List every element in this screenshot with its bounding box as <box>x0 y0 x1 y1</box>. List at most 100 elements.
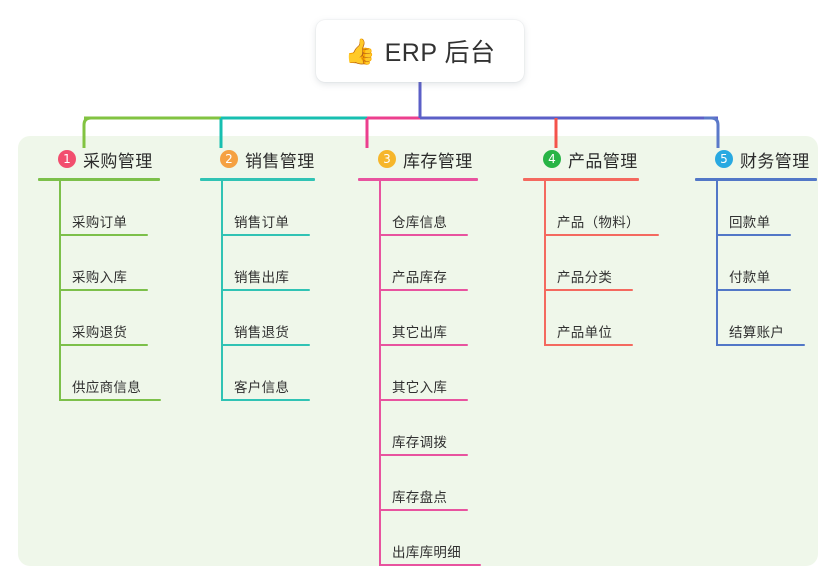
menu-item-label: 出库库明细 <box>392 545 461 560</box>
menu-item-label: 回款单 <box>729 215 771 230</box>
category-column-采购管理: 1 采购管理采购订单采购入库采购退货供应商信息 <box>38 146 161 401</box>
menu-item-underline <box>60 234 148 236</box>
category-header-库存管理[interactable]: 3 库存管理 <box>358 146 478 172</box>
category-title: 库存管理 <box>403 151 473 171</box>
branch-spine <box>544 181 546 346</box>
menu-item[interactable]: 供应商信息 <box>60 346 161 401</box>
category-items: 产品（物料） 产品分类产品单位 <box>523 181 659 346</box>
menu-item-underline <box>222 399 310 401</box>
root-node[interactable]: 👍 ERP 后台 <box>316 20 524 82</box>
menu-item-underline <box>380 399 468 401</box>
category-header-产品管理[interactable]: 4 产品管理 <box>523 146 640 172</box>
menu-item-label: 销售订单 <box>234 215 290 230</box>
menu-item-underline <box>60 399 161 401</box>
menu-item-label: 产品分类 <box>557 270 613 285</box>
category-column-销售管理: 2 销售管理销售订单销售出库销售退货客户信息 <box>200 146 315 401</box>
menu-item[interactable]: 采购退货 <box>60 291 160 346</box>
menu-item-underline <box>380 454 468 456</box>
category-number-badge: 2 <box>220 150 238 168</box>
category-title: 产品管理 <box>568 151 638 171</box>
menu-item[interactable]: 付款单 <box>717 236 817 291</box>
menu-item-label: 产品单位 <box>557 325 613 340</box>
menu-item-underline <box>380 564 481 566</box>
category-underline <box>523 178 639 181</box>
menu-item[interactable]: 产品库存 <box>380 236 478 291</box>
menu-item[interactable]: 库存盘点 <box>380 456 478 511</box>
category-items: 回款单付款单结算账户 <box>695 181 817 346</box>
menu-item[interactable]: 库存调拨 <box>380 401 478 456</box>
category-header-采购管理[interactable]: 1 采购管理 <box>38 146 160 172</box>
menu-item-label: 产品库存 <box>392 270 448 285</box>
menu-item-label: 结算账户 <box>729 325 785 340</box>
category-number-badge: 5 <box>715 150 733 168</box>
category-number-badge: 3 <box>378 150 396 168</box>
branch-spine <box>379 181 381 566</box>
category-underline <box>200 178 315 181</box>
category-column-财务管理: 5 财务管理回款单付款单结算账户 <box>695 146 817 346</box>
menu-item-label: 仓库信息 <box>392 215 448 230</box>
category-underline <box>358 178 478 181</box>
menu-item-underline <box>222 234 310 236</box>
menu-item-underline <box>380 509 468 511</box>
menu-item-underline <box>545 234 659 236</box>
menu-item[interactable]: 仓库信息 <box>380 181 478 236</box>
menu-item-label: 产品（物料） <box>557 215 640 230</box>
menu-item-underline <box>380 344 468 346</box>
menu-item-underline <box>60 289 148 291</box>
menu-item-underline <box>717 344 805 346</box>
category-items: 销售订单销售出库销售退货客户信息 <box>200 181 315 401</box>
menu-item[interactable]: 产品单位 <box>545 291 640 346</box>
menu-item[interactable]: 其它出库 <box>380 291 478 346</box>
category-underline <box>38 178 160 181</box>
category-items: 仓库信息产品库存其它出库其它入库库存调拨库存盘点出库库明细 <box>358 181 481 566</box>
menu-item[interactable]: 产品（物料） <box>545 181 659 236</box>
category-number-badge: 1 <box>58 150 76 168</box>
menu-item-label: 销售出库 <box>234 270 290 285</box>
menu-item-label: 其它入库 <box>392 380 448 395</box>
menu-item-underline <box>60 344 148 346</box>
menu-item[interactable]: 采购入库 <box>60 236 160 291</box>
menu-item-label: 其它出库 <box>392 325 448 340</box>
menu-item[interactable]: 客户信息 <box>222 346 315 401</box>
menu-item[interactable]: 结算账户 <box>717 291 817 346</box>
menu-item-label: 采购入库 <box>72 270 128 285</box>
menu-item-underline <box>222 289 310 291</box>
menu-item-label: 销售退货 <box>234 325 290 340</box>
category-items: 采购订单采购入库采购退货供应商信息 <box>38 181 161 401</box>
menu-item-underline <box>545 289 633 291</box>
category-header-销售管理[interactable]: 2 销售管理 <box>200 146 315 172</box>
category-underline <box>695 178 817 181</box>
menu-item-label: 库存盘点 <box>392 490 448 505</box>
menu-item[interactable]: 销售订单 <box>222 181 315 236</box>
thumbs-up-icon: 👍 <box>344 37 376 66</box>
menu-item[interactable]: 销售出库 <box>222 236 315 291</box>
category-number-badge: 4 <box>543 150 561 168</box>
menu-item[interactable]: 其它入库 <box>380 346 478 401</box>
page-title: ERP 后台 <box>384 39 496 67</box>
menu-item-label: 付款单 <box>729 270 771 285</box>
menu-item[interactable]: 采购订单 <box>60 181 160 236</box>
menu-item[interactable]: 产品分类 <box>545 236 640 291</box>
category-title: 财务管理 <box>740 151 810 171</box>
menu-item-underline <box>545 344 633 346</box>
menu-item-underline <box>380 234 468 236</box>
category-header-财务管理[interactable]: 5 财务管理 <box>695 146 817 172</box>
category-title: 销售管理 <box>245 151 315 171</box>
menu-item-label: 供应商信息 <box>72 380 141 395</box>
menu-item[interactable]: 销售退货 <box>222 291 315 346</box>
menu-item-label: 库存调拨 <box>392 435 448 450</box>
diagram-panel <box>18 136 818 566</box>
menu-item-underline <box>222 344 310 346</box>
category-title: 采购管理 <box>83 151 153 171</box>
menu-item-label: 采购订单 <box>72 215 128 230</box>
menu-item-underline <box>717 234 791 236</box>
menu-item-underline <box>717 289 791 291</box>
menu-item-underline <box>380 289 468 291</box>
branch-spine <box>716 181 718 346</box>
menu-item[interactable]: 回款单 <box>717 181 817 236</box>
menu-item-label: 客户信息 <box>234 380 290 395</box>
category-column-库存管理: 3 库存管理仓库信息产品库存其它出库其它入库库存调拨库存盘点出库库明细 <box>358 146 481 566</box>
menu-item[interactable]: 出库库明细 <box>380 511 481 566</box>
category-column-产品管理: 4 产品管理产品（物料） 产品分类产品单位 <box>523 146 659 346</box>
branch-spine <box>59 181 61 401</box>
